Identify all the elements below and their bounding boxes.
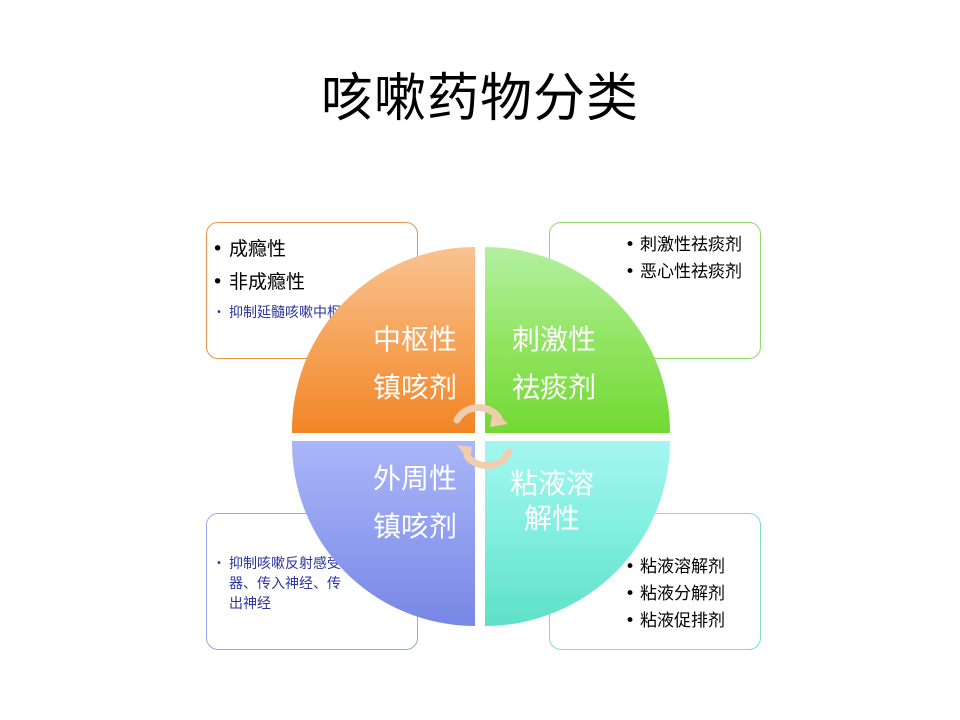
- note-item: 恶心性祛痰剂: [625, 259, 752, 286]
- note-item: 成瘾性: [212, 233, 417, 266]
- note-item: 粘液促排剂: [625, 608, 760, 635]
- quadrant-top-right: [485, 246, 671, 433]
- quadrant-label-central: 中枢性 镇咳剂: [372, 323, 457, 404]
- arrow-heads-icon: [457, 410, 508, 462]
- page-title: 咳嗽药物分类: [320, 69, 639, 129]
- note-sub-item: 抑制延髓咳嗽中枢: [216, 303, 347, 323]
- note-item: 粘液分解剂: [625, 581, 760, 608]
- note-item: 粘液溶解剂: [625, 554, 760, 581]
- note-item: 刺激性祛痰剂: [625, 232, 752, 259]
- quadrant-bottom-left: [291, 441, 475, 626]
- note-sub-item: 抑制咳嗽反射感受器、传入神经、传出神经: [216, 554, 341, 614]
- quadrant-top-left: [291, 247, 475, 433]
- quadrant-bottom-right: [485, 441, 670, 626]
- note-item: 非成瘾性: [212, 266, 417, 299]
- quadrant-label-mucolytic: 粘液溶 解性: [509, 467, 594, 535]
- quadrant-label-peripheral: 外周性 镇咳剂: [372, 462, 457, 543]
- quadrant-label-stimulant: 刺激性 祛痰剂: [511, 323, 596, 404]
